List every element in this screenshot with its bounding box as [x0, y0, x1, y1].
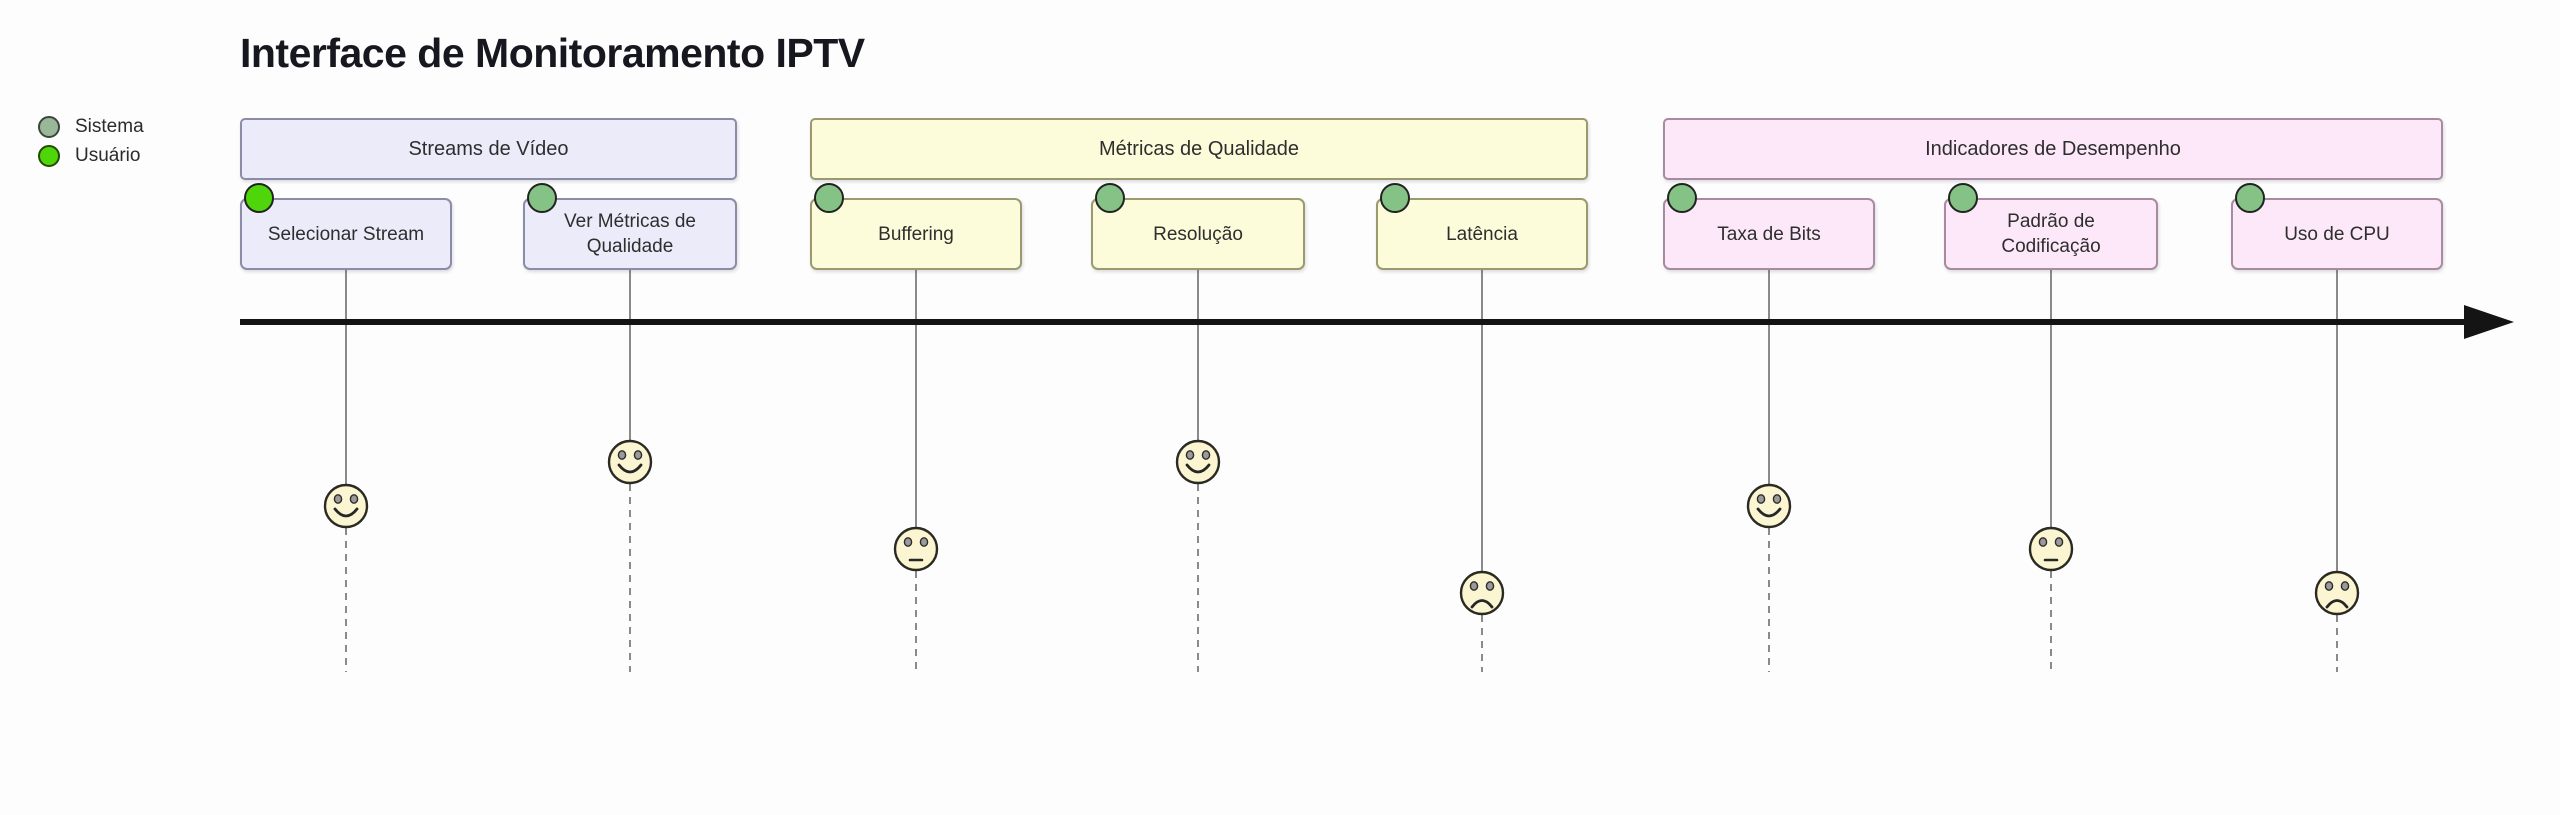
task-label: Latência	[1446, 223, 1518, 245]
actor-dot-sistema	[1948, 183, 1978, 213]
actor-dot-sistema	[1667, 183, 1697, 213]
task-box-latencia: Latência	[1376, 198, 1588, 270]
task-box-buffering: Buffering	[810, 198, 1022, 270]
task-label: Selecionar Stream	[267, 223, 425, 245]
legend-item-usuario: Usuário	[38, 141, 144, 170]
task-label: Ver Métricas de Qualidade	[564, 211, 696, 257]
task-label: Taxa de Bits	[1717, 223, 1821, 245]
legend-label-usuario: Usuário	[75, 144, 141, 166]
face-happy-icon	[607, 439, 653, 485]
actor-dot-sistema	[527, 183, 557, 213]
section-bar-metricas-de-qualidade: Métricas de Qualidade	[810, 118, 1588, 180]
face-happy-icon	[323, 483, 369, 529]
task-label: Padrão de Codificação	[2001, 211, 2101, 257]
legend: Sistema Usuário	[38, 112, 144, 170]
task-box-ver-metricas-de-qualidade: Ver Métricas de Qualidade	[523, 198, 737, 270]
task-box-padrao-de-codificacao: Padrão de Codificação	[1944, 198, 2158, 270]
face-sad-icon	[1459, 570, 1505, 616]
task-label: Resolução	[1153, 223, 1243, 245]
task-box-taxa-de-bits: Taxa de Bits	[1663, 198, 1875, 270]
actor-dot-sistema	[1380, 183, 1410, 213]
legend-swatch-sistema-icon	[38, 115, 60, 138]
actor-dot-usuario	[244, 183, 274, 213]
actor-dot-sistema	[1095, 183, 1125, 213]
timeline-arrowhead-icon	[2464, 305, 2514, 339]
actor-dot-sistema	[2235, 183, 2265, 213]
legend-label-sistema: Sistema	[75, 115, 144, 137]
section-bar-indicadores-de-desempenho: Indicadores de Desempenho	[1663, 118, 2443, 180]
task-box-uso-de-cpu: Uso de CPU	[2231, 198, 2443, 270]
legend-item-sistema: Sistema	[38, 112, 144, 141]
face-neutral-icon	[2028, 526, 2074, 572]
diagram-title: Interface de Monitoramento IPTV	[240, 30, 865, 76]
actor-dot-sistema	[814, 183, 844, 213]
task-box-resolucao: Resolução	[1091, 198, 1305, 270]
section-bar-streams-de-video: Streams de Vídeo	[240, 118, 737, 180]
task-box-selecionar-stream: Selecionar Stream	[240, 198, 452, 270]
face-neutral-icon	[893, 526, 939, 572]
face-happy-icon	[1175, 439, 1221, 485]
task-label: Buffering	[878, 223, 954, 245]
legend-swatch-usuario-icon	[38, 144, 60, 167]
task-label: Uso de CPU	[2284, 223, 2390, 245]
face-sad-icon	[2314, 570, 2360, 616]
face-happy-icon	[1746, 483, 1792, 529]
